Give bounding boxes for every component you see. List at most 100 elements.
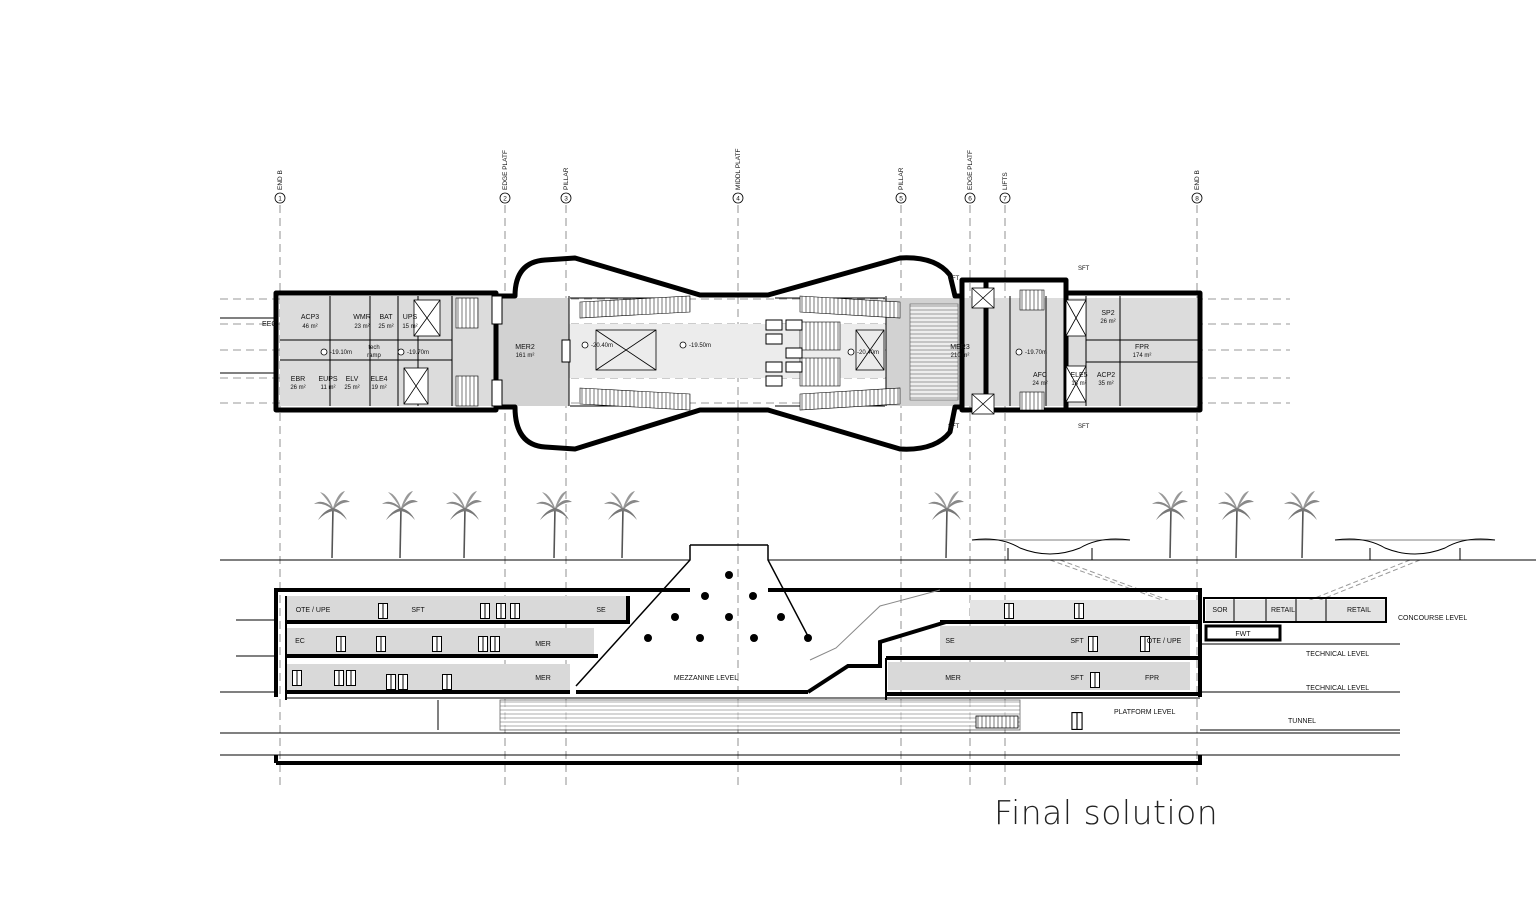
room-bat: BAT [379,314,393,321]
room-ups: UPS [403,314,418,321]
axis-number: 1 [278,196,282,203]
palm-trees [313,490,1321,559]
svg-text:-19.70m: -19.70m [1025,350,1047,356]
axis-7: 7 LIFTS [999,172,1011,790]
axis-name: EDGE PLATF [502,150,509,190]
room-sp2-area: 26 m² [1100,319,1115,325]
room-se-top-left: SE [596,607,606,614]
room-tech: tech [368,345,379,351]
room-mer3: MER3 [950,344,970,351]
plan-room-labels: ACP3 46 m² WMR 23 m² BAT 25 m² UPS 15 m²… [262,266,1151,430]
axis-name: PILLAR [563,167,570,190]
room-se-right: SE [945,638,955,645]
room-eups: EUPS [318,376,337,383]
axis-number: 7 [1003,196,1007,203]
level-marker: -19.70m [397,348,429,356]
room-eups-area: 11 m² [321,385,336,391]
room-elv: ELV [346,376,359,383]
room-fpr-area: 174 m² [1133,353,1152,359]
room-mezzanine: MEZZANINE LEVEL [674,675,738,682]
room-mer2: MER2 [515,344,535,351]
room-ele5: ELE5 [1070,372,1087,379]
room-mer2-area: 161 m² [516,353,535,359]
room-sp2: SP2 [1101,310,1114,317]
axis-number: 6 [968,196,972,203]
room-sft-mid-right: SFT [1070,638,1084,645]
axis-number: 4 [736,196,740,203]
level-marker: -19.10m [320,348,352,356]
level-platform: PLATFORM LEVEL [1114,709,1175,716]
floor-plan: ACP3 46 m² WMR 23 m² BAT 25 m² UPS 15 m²… [220,255,1290,452]
level-marker: -20.40m [581,341,613,349]
svg-text:-19.10m: -19.10m [330,350,352,356]
room-ec: EC [295,638,305,645]
room-mer-mid-left: MER [535,641,551,648]
axis-8: 8 END B [1191,170,1203,790]
room-elv-area: 25 m² [344,385,359,391]
room-ele4-area: 19 m² [371,385,386,391]
eec-label: EEC [262,321,276,328]
level-concourse: CONCOURSE LEVEL [1398,615,1467,622]
section-level-labels: CONCOURSE LEVEL TECHNICAL LEVEL TECHNICA… [1114,615,1467,725]
room-ebr: EBR [291,376,305,383]
room-afc-area: 24 m² [1032,381,1047,387]
room-fpr: FPR [1135,344,1149,351]
room-sor: SOR [1212,607,1227,614]
level-marker: -19.70m [1015,348,1047,356]
room-ote-upe-left: OTE / UPE [296,607,331,614]
room-acp2-area: 35 m² [1098,381,1113,387]
svg-text:-20.40m: -20.40m [591,343,613,349]
svg-text:-19.50m: -19.50m [689,343,711,349]
axis-number: 5 [899,196,903,203]
room-ups-area: 15 m² [402,324,417,330]
mezzanine-lights [644,571,812,642]
room-ote-upe-right: OTE / UPE [1147,638,1182,645]
room-afc: AFC [1033,372,1047,379]
room-fpr-section: FPR [1145,675,1159,682]
room-mer-bot-right: MER [945,675,961,682]
axis-name: END B [1194,170,1201,190]
section-doors [292,603,1150,730]
level-tunnel: TUNNEL [1288,718,1316,725]
room-acp3: ACP3 [301,314,319,321]
sft-label-3: SFT [948,424,960,430]
room-fwt: FWT [1235,631,1251,638]
axis-name: END B [277,170,284,190]
section-room-labels: OTE / UPE SFT SE EC MER MER MEZZANINE LE… [295,607,1371,682]
plan-level-markers: -19.10m -19.70m -20.40m -19.50m -20.40m … [320,341,1047,356]
level-marker: -20.40m [847,348,879,356]
section-structure [274,544,1387,765]
sft-label-4: SFT [1078,424,1090,430]
room-mer3-area: 210 m² [951,353,970,359]
room-retail-1: RETAIL [1271,607,1295,614]
room-acp3-area: 46 m² [302,324,317,330]
cross-section: OTE / UPE SFT SE EC MER MER MEZZANINE LE… [220,490,1536,765]
axis-1: 1 END B [274,170,286,790]
room-acp2: ACP2 [1097,372,1115,379]
sft-label-1: SFT [948,276,960,282]
room-retail-2: RETAIL [1347,607,1371,614]
room-mer-bot-left: MER [535,675,551,682]
room-ele5-area: 18 m² [1071,381,1086,387]
sft-label-2: SFT [1078,266,1090,272]
ground-lines [220,559,1536,756]
axis-name: PILLAR [898,167,905,190]
level-technical-2: TECHNICAL LEVEL [1306,685,1369,692]
svg-text:-20.40m: -20.40m [857,350,879,356]
room-wmr-area: 23 m² [354,324,369,330]
level-marker: -19.50m [679,341,711,349]
room-ele4: ELE4 [370,376,387,383]
axis-number: 2 [503,196,507,203]
room-sft-bot-right: SFT [1070,675,1084,682]
room-bat-area: 25 m² [378,324,393,330]
svg-text:-19.70m: -19.70m [407,350,429,356]
axis-number: 3 [564,196,568,203]
room-ebr-area: 26 m² [290,385,305,391]
axis-name: LIFTS [1002,172,1009,190]
axis-number: 8 [1195,196,1199,203]
drawing-caption: Final solution [994,793,1219,832]
room-tech-ramp: ramp [367,353,381,359]
level-technical-1: TECHNICAL LEVEL [1306,651,1369,658]
room-wmr: WMR [353,314,371,321]
